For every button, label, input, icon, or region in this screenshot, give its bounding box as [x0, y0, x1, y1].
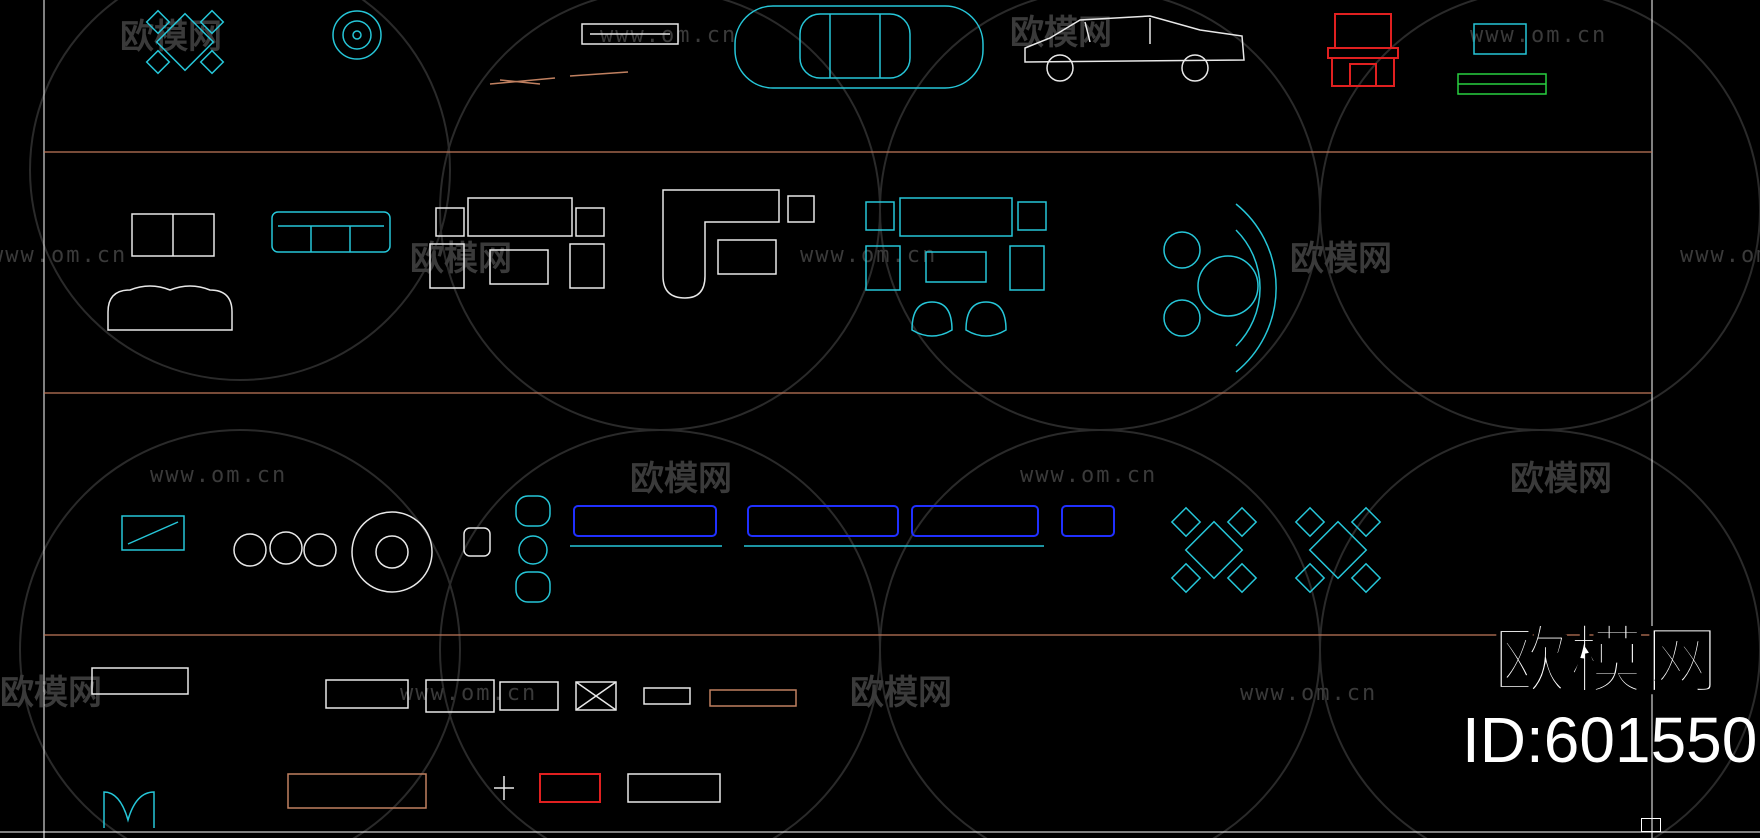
watermark-url: www.om.cn — [150, 463, 287, 488]
watermark-url: www.om.cn — [0, 243, 127, 268]
ucs-cursor-icon — [1641, 818, 1661, 832]
tv-cabinet[interactable] — [1457, 23, 1547, 95]
car-topview[interactable] — [734, 5, 984, 89]
side-tables[interactable] — [489, 71, 629, 85]
watermark-url: www.om.cn — [1240, 681, 1377, 706]
stacked-round-seats[interactable] — [515, 495, 551, 603]
brand-watermark: 欧模网 ID:601550 — [1462, 617, 1758, 776]
brand-name: 欧模网 — [1492, 617, 1721, 705]
armchair-pair[interactable] — [107, 213, 233, 331]
car-sideview[interactable] — [1024, 15, 1245, 82]
watermark-cn: 欧模网 — [410, 239, 512, 279]
model-id-label: ID:601550 — [1462, 704, 1758, 776]
watermark-url: www.om.cn — [1680, 243, 1760, 268]
fireplace[interactable] — [1327, 13, 1399, 87]
watermark-url: www.om.cn — [1020, 463, 1157, 488]
three-seat-sofa[interactable] — [271, 211, 391, 253]
watermark-url: www.om.cn — [400, 681, 537, 706]
modular-sofa-blue[interactable] — [570, 505, 1115, 547]
watermark-cn: 欧模网 — [0, 673, 102, 713]
watermark-cn: 欧模网 — [630, 459, 732, 499]
shoe-cabinets-row[interactable] — [91, 667, 797, 713]
rug-rectangle[interactable] — [121, 515, 185, 551]
watermark-url: www.om.cn — [800, 243, 937, 268]
watermark-url: www.om.cn — [1470, 23, 1607, 48]
round-chairs-white[interactable] — [233, 511, 491, 593]
watermark-cn: 欧模网 — [1290, 239, 1392, 279]
watermark-cn: 欧模网 — [120, 17, 222, 57]
square-dining-sets[interactable] — [1170, 506, 1382, 594]
watermark-cn: 欧模网 — [850, 673, 952, 713]
curved-sofa-and-round-table[interactable] — [1163, 203, 1277, 373]
doors-and-racks[interactable] — [103, 773, 721, 828]
living-room-set-cyan[interactable] — [865, 197, 1047, 337]
watermark-cn: 欧模网 — [1510, 459, 1612, 499]
dining-set-topview[interactable] — [145, 9, 225, 75]
wall-shelf[interactable] — [581, 23, 679, 45]
living-room-set-white[interactable] — [429, 197, 605, 289]
round-table-cluster[interactable] — [332, 10, 382, 60]
sectional-sofa[interactable] — [662, 189, 815, 299]
